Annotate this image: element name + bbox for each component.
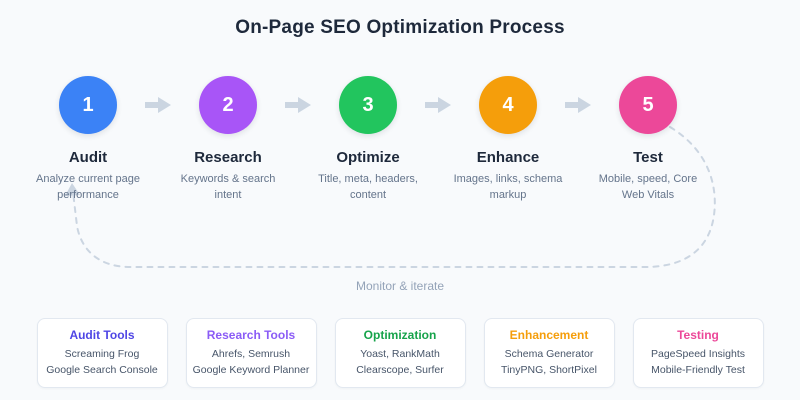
loop-label: Monitor & iterate [355,279,445,293]
card-title: Testing [677,328,719,342]
card-title: Audit Tools [69,328,135,342]
card-optimization: Optimization Yoast, RankMath Clearscope,… [334,318,466,388]
card-title: Enhancement [509,328,589,342]
card-tool-line: Screaming Frog [64,348,140,360]
tool-cards: Audit Tools Screaming Frog Google Search… [0,318,800,388]
step-name: Enhance [476,149,540,166]
card-tool-line: Clearscope, Surfer [356,363,444,376]
card-tool-line: Google Keyword Planner [192,363,310,376]
step-description: Images, links, schema markup [453,173,563,201]
card-enhancement: Enhancement Schema Generator TinyPNG, Sh… [483,318,615,388]
step-number-badge: 3 [339,76,397,134]
process-steps: 1 Audit Analyze current page performance… [18,76,718,204]
arrow-right-icon [285,97,311,113]
arrow-right-icon [425,97,451,113]
step-audit: 1 Audit Analyze current page performance [18,76,158,204]
card-tool-line: TinyPNG, ShortPixel [501,363,597,376]
step-name: Audit [68,149,108,166]
step-name: Test [633,149,663,166]
step-research: 2 Research Keywords & search intent [158,76,298,204]
step-number-badge: 2 [199,76,257,134]
card-title: Research Tools [206,328,296,342]
arrow-right-icon [145,97,171,113]
step-test: 5 Test Mobile, speed, Core Web Vitals [578,76,718,204]
card-tool-line: Ahrefs, Semrush [211,348,291,360]
step-name: Optimize [336,149,400,166]
card-tool-line: Mobile-Friendly Test [651,363,745,376]
card-tool-line: Yoast, RankMath [360,348,440,360]
card-research-tools: Research Tools Ahrefs, Semrush Google Ke… [185,318,317,388]
card-audit-tools: Audit Tools Screaming Frog Google Search… [36,318,168,388]
card-tool-line: PageSpeed Insights [651,348,745,360]
step-description: Mobile, speed, Core Web Vitals [598,173,698,201]
step-number-badge: 4 [479,76,537,134]
card-title: Optimization [363,328,437,342]
step-optimize: 3 Optimize Title, meta, headers, content [298,76,438,204]
step-name: Research [194,149,262,166]
page-title: On-Page SEO Optimization Process [235,17,565,38]
arrow-right-icon [565,97,591,113]
card-tool-line: Google Search Console [46,363,158,376]
step-number-badge: 5 [619,76,677,134]
card-testing: Testing PageSpeed Insights Mobile-Friend… [632,318,764,388]
step-enhance: 4 Enhance Images, links, schema markup [438,76,578,204]
step-number-badge: 1 [59,76,117,134]
step-description: Analyze current page performance [36,173,140,201]
step-description: Keywords & search intent [180,173,276,201]
card-tool-line: Schema Generator [504,348,594,360]
step-description: Title, meta, headers, content [318,173,418,201]
